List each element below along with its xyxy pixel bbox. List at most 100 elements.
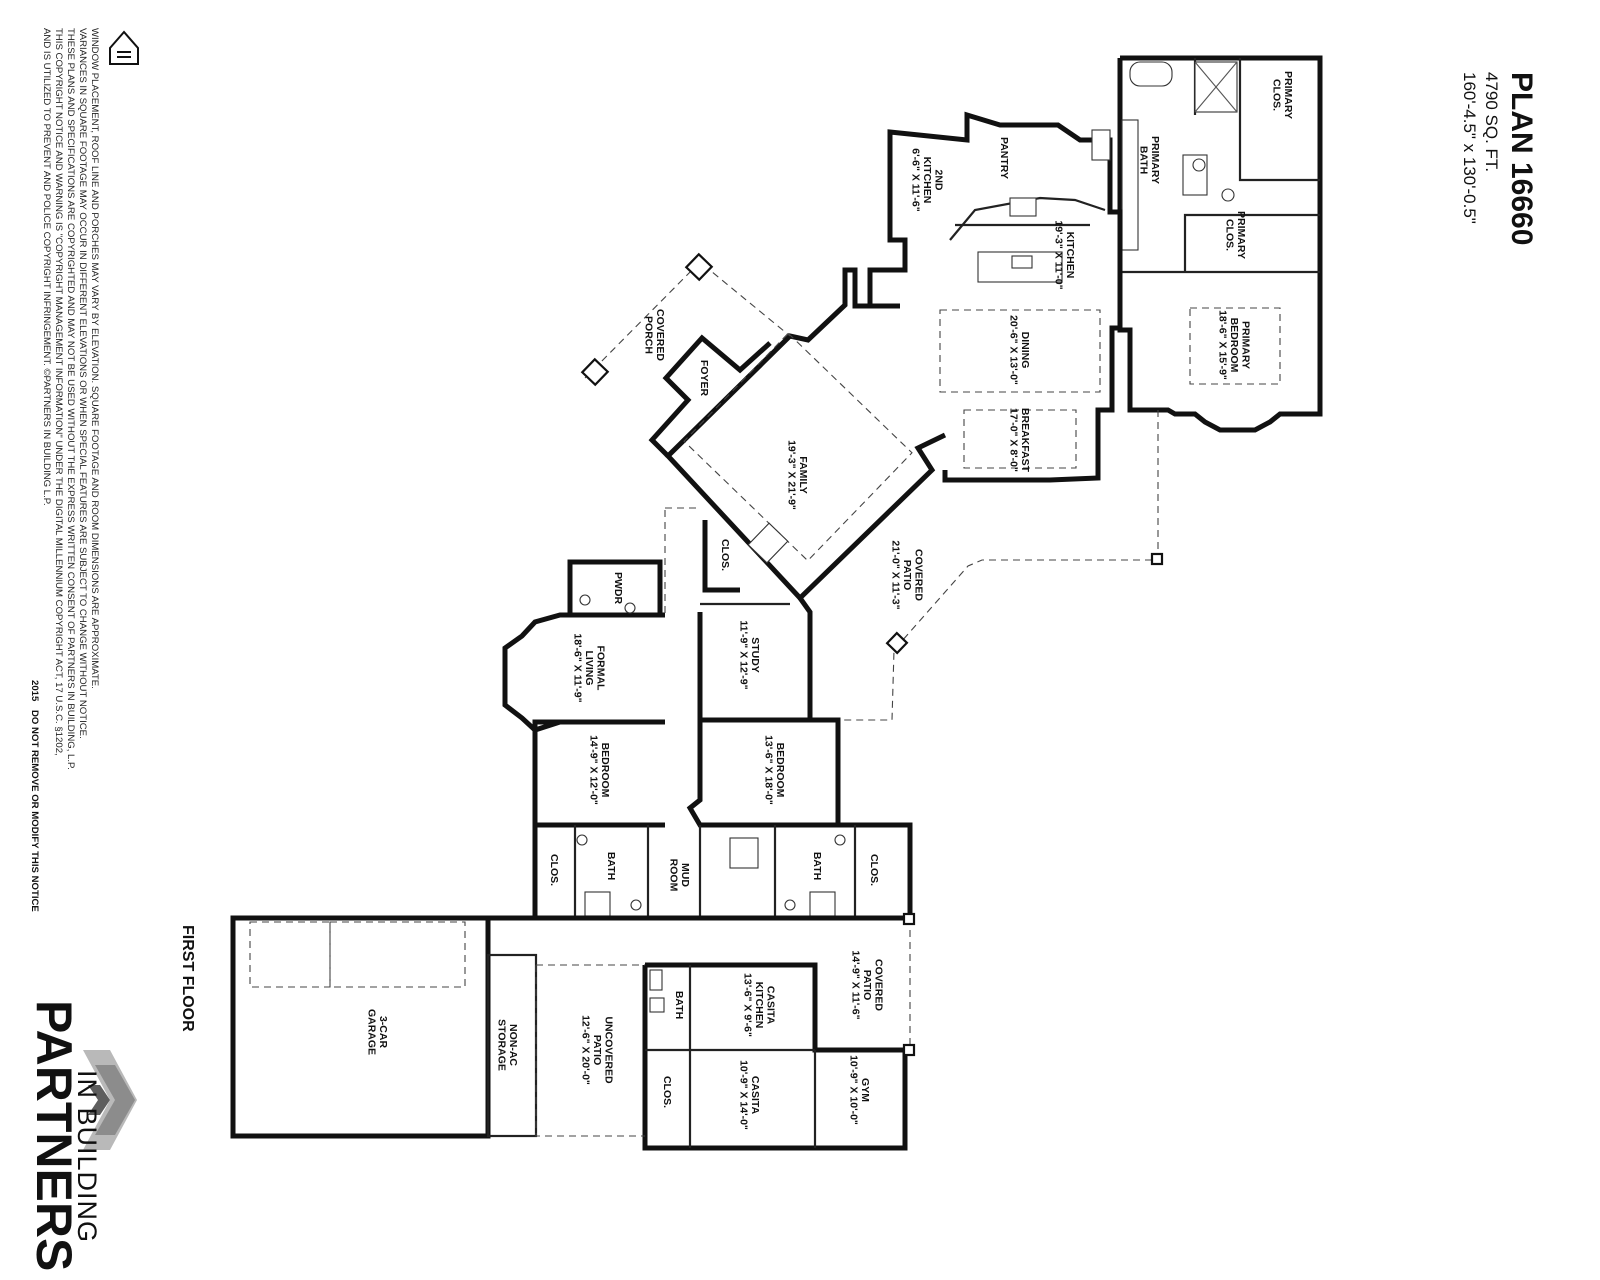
room-label: FOYER — [698, 360, 710, 397]
plan-title-block: PLAN 16660 4790 SQ. FT. 160'-4.5" x 130'… — [1460, 72, 1538, 245]
room-label: NON-ACSTORAGE — [495, 1019, 519, 1071]
room-label: FORMALLIVING18'-6" X 11'-9" — [572, 633, 607, 702]
room-label-line: CLOS. — [1223, 219, 1235, 251]
floor-plan-walls — [230, 55, 1323, 1151]
room-label-line: COVERED — [873, 959, 885, 1011]
room-label: PRIMARYBEDROOM18'-6" X 15'-9" — [1217, 310, 1252, 380]
kitchen-block-walls — [867, 111, 1123, 309]
pwdr-sink-icon — [624, 602, 636, 614]
room-label-line: PRIMARY — [1240, 321, 1252, 369]
room-label-line: PATIO — [901, 560, 913, 591]
room-label-line: PRIMARY — [1282, 71, 1294, 119]
formal-living-walls — [502, 612, 665, 733]
primary-closet-wall — [1183, 213, 1320, 272]
brand-name: PARTNERS — [26, 1000, 82, 1271]
room-label-line: 18'-6" X 15'-9" — [1217, 310, 1229, 380]
room-label-line: PWDR — [612, 572, 624, 604]
toilet-left — [630, 899, 642, 911]
room-label-line: 19'-3" X 21'-9" — [785, 440, 797, 510]
room-label: BEDROOM14'-9" X 12'-0" — [587, 735, 611, 805]
room-label: GYM10'-9" X 10'-0" — [847, 1055, 871, 1125]
brand-tagline: IN BUILDING — [72, 1070, 102, 1243]
room-label: 2NDKITCHEN6'-6" X 11'-6" — [910, 148, 945, 211]
room-label: CASITA10'-9" X 14'-0" — [737, 1060, 761, 1130]
room-label-line: KITCHEN — [921, 157, 933, 204]
casita-toilet — [649, 969, 663, 991]
vanity-fixture — [1121, 119, 1139, 251]
room-label-line: BATH — [811, 852, 823, 880]
room-label-line: BEDROOM — [774, 743, 786, 798]
room-label-line: 6'-6" X 11'-6" — [910, 148, 922, 211]
room-label: MUDROOM — [667, 859, 691, 892]
room-label-line: UNCOVERED — [603, 1016, 615, 1084]
room-label-line: COVERED — [654, 309, 666, 361]
room-label: COVEREDPORCH — [642, 309, 666, 361]
family-angled-walls — [664, 267, 947, 602]
room-label: BATH — [673, 991, 685, 1019]
garage-bay-2 — [329, 921, 466, 988]
storage-walls — [486, 953, 538, 1138]
room-label-line: ROOM — [667, 859, 679, 892]
room-label-line: 10'-9" X 14'-0" — [737, 1060, 749, 1130]
garage-bay-1 — [249, 921, 331, 988]
room-label-line: FORMAL — [595, 646, 607, 691]
patio-post-2 — [885, 631, 909, 655]
room-label-line: BATH — [673, 991, 685, 1019]
bathtub-fixture — [1129, 61, 1173, 87]
room-label: 3-CARGARAGE — [365, 1009, 389, 1055]
primary-bedroom-ceiling — [1189, 307, 1281, 385]
room-label-line: 12'-6" X 20'-0" — [580, 1015, 592, 1085]
fireplace-icon — [747, 522, 789, 564]
casita-patio-post-2 — [902, 1043, 916, 1057]
room-label-line: DINING — [1019, 332, 1031, 369]
room-label-line: 3-CAR — [377, 1016, 389, 1049]
equal-housing-logo — [109, 30, 139, 65]
cooktop-icon — [1009, 197, 1037, 217]
room-label-line: 11'-9" X 12'-9" — [737, 620, 749, 689]
shower-right — [809, 891, 836, 917]
room-label: BATH — [811, 852, 823, 880]
room-label: PWDR — [612, 572, 624, 604]
kitchen-counter — [949, 196, 1106, 241]
room-label: KITCHEN19'-3" X 11'-0" — [1052, 220, 1076, 289]
room-label: BATH — [605, 852, 617, 880]
porch-column — [580, 357, 610, 387]
toilet-icon — [1192, 158, 1206, 172]
room-label: CLOS. — [548, 854, 560, 886]
disclaimer-block: WINDOW PLACEMENT, ROOF LINE AND PORCHES … — [29, 28, 100, 912]
primary-closet-top-wall — [1238, 58, 1320, 182]
patio-post — [1150, 552, 1164, 566]
room-label: STUDY11'-9" X 12'-9" — [737, 620, 761, 689]
room-label-line: STORAGE — [495, 1019, 507, 1071]
toilet-right — [784, 899, 796, 911]
room-label-line: CLOS. — [661, 1076, 673, 1108]
room-label-line: 14'-9" X 11'-6" — [850, 950, 862, 1019]
do-not-remove-notice: DO NOT REMOVE OR MODIFY THIS NOTICE — [29, 710, 40, 912]
foyer-walls — [648, 334, 772, 458]
room-label-line: CLOS. — [1270, 79, 1282, 111]
room-label-line: FAMILY — [797, 456, 809, 494]
casita-patio-post — [902, 912, 916, 926]
room-label-line: GARAGE — [365, 1009, 377, 1055]
room-label: COVEREDPATIO21'-0" X 11'-3" — [890, 540, 925, 609]
room-label: PANTRY — [998, 137, 1010, 179]
room-label-line: 14'-9" X 12'-0" — [587, 735, 599, 805]
room-label-line: CASITA — [749, 1076, 761, 1115]
disclaimer-line: VARIANCES IN SQUARE FOOTAGE MAY OCCUR IN… — [77, 28, 88, 739]
copyright-year: 2015 — [29, 680, 40, 702]
disclaimer-line: WINDOW PLACEMENT, ROOF LINE AND PORCHES … — [89, 28, 100, 689]
primary-suite-walls — [1117, 55, 1323, 433]
room-label: UNCOVEREDPATIO12'-6" X 20'-0" — [580, 1015, 615, 1085]
room-label-line: CLOS. — [868, 854, 880, 886]
room-label: BEDROOM13'-6" X 18'-0" — [762, 735, 786, 805]
room-label: DINING20'-6" X 13'-0" — [1007, 315, 1031, 385]
laundry-fixture — [729, 837, 759, 869]
sink-right — [834, 834, 846, 846]
room-label-line: CASITA — [765, 986, 777, 1025]
room-label-line: 13'-6" X 9'-6" — [742, 973, 754, 1037]
island-sink — [1011, 255, 1033, 269]
room-label-line: PATIO — [861, 970, 873, 1001]
room-label: CLOS. — [868, 854, 880, 886]
room-label: COVEREDPATIO14'-9" X 11'-6" — [850, 950, 885, 1019]
